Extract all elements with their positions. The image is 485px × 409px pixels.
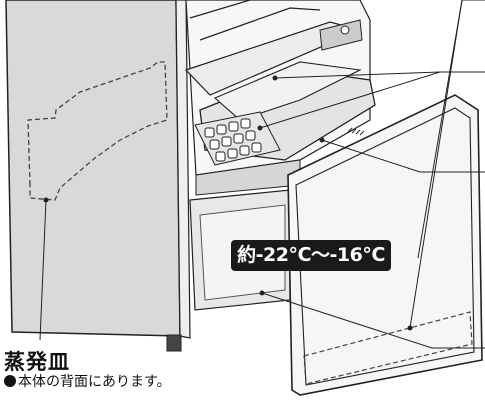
hinge-block <box>319 19 363 51</box>
shelf-rail-2 <box>199 7 321 41</box>
cabinet-front-edge <box>175 0 191 339</box>
shelf-rail <box>189 0 251 19</box>
leader-lines <box>259 0 485 349</box>
evaporation-pan-title: 蒸発皿 <box>4 350 70 374</box>
temperature-badge: 約-22℃〜-16℃ <box>231 240 391 271</box>
evaporation-pan-note: 本体の背面にあります。 <box>4 371 171 391</box>
cabinet-foot <box>166 334 182 352</box>
pan-leader <box>39 199 47 341</box>
evaporation-pan-note-text: 本体の背面にあります。 <box>18 374 171 390</box>
cabinet-side-panel <box>5 0 181 337</box>
drawer-dashed-outline <box>303 311 473 385</box>
leader-dots <box>43 75 413 331</box>
bullet-dot-icon <box>4 375 16 387</box>
vent-grille <box>347 127 365 136</box>
evaporation-pan-outline <box>27 61 168 201</box>
drawer-front-rim <box>295 107 475 386</box>
ice-tray <box>194 111 281 166</box>
hinge-screw <box>340 25 350 35</box>
